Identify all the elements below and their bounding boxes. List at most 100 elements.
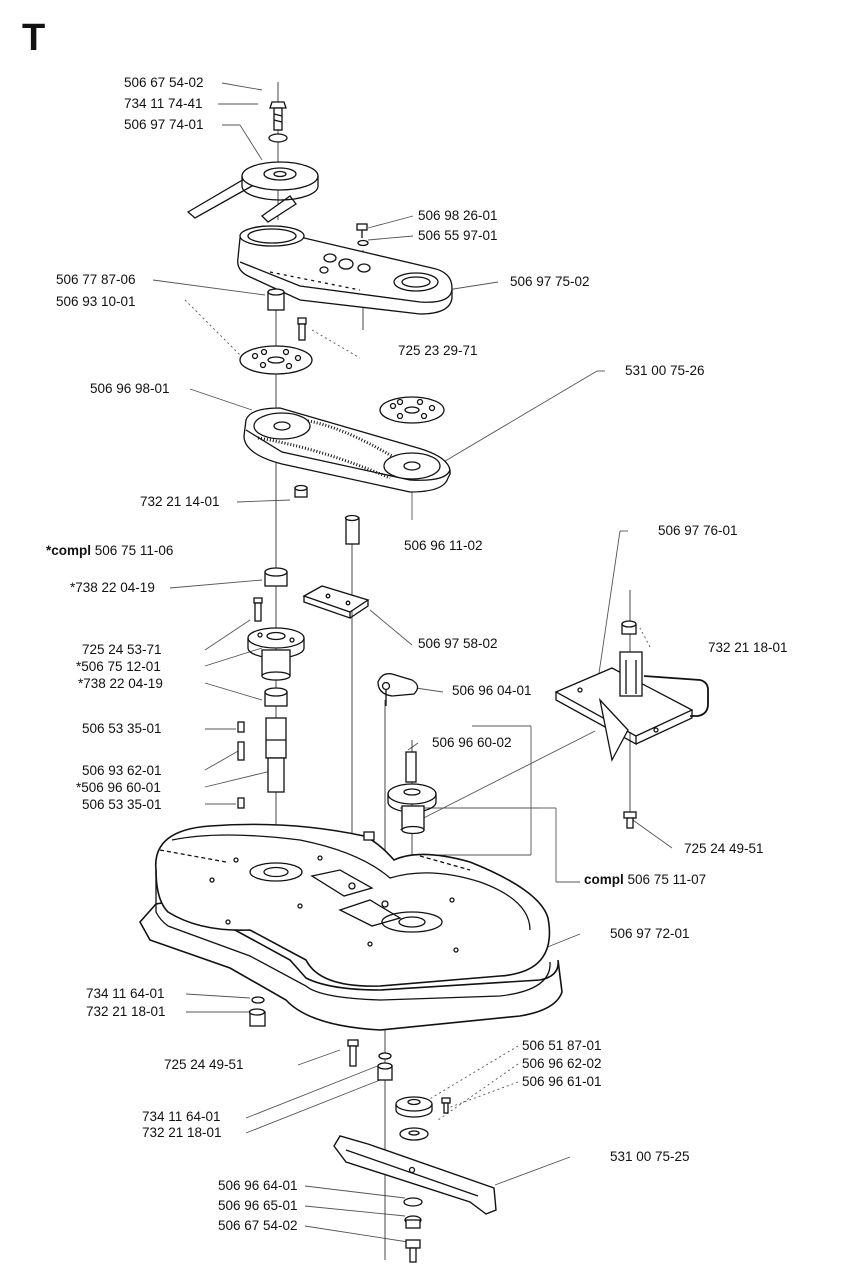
part-label-p34: 506 51 87-01	[522, 1038, 602, 1054]
belt-guide-plate-icon	[302, 585, 370, 619]
washer-nut-center-icon	[377, 1052, 393, 1081]
part-label-p09: 725 23 29-71	[398, 343, 478, 359]
part-number: 506 55 97-01	[418, 228, 498, 243]
part-number: 506 93 62-01	[82, 763, 162, 778]
part-number: 506 53 35-01	[82, 797, 162, 812]
part-number: 506 96 61-01	[522, 1074, 602, 1089]
part-label-p33: 725 24 49-51	[164, 1057, 244, 1073]
part-label-p12: 732 21 14-01	[140, 494, 220, 510]
part-label-p30: 506 97 72-01	[610, 926, 690, 942]
part-number: 506 96 65-01	[218, 1198, 298, 1213]
part-number: 506 67 54-02	[124, 75, 204, 90]
part-label-p15: 506 97 76-01	[658, 523, 738, 539]
part-label-p24: 506 96 60-02	[432, 735, 512, 751]
bearing-upper-icon	[264, 567, 288, 587]
pulley-plate-icon	[239, 345, 313, 375]
part-number: 506 96 04-01	[452, 683, 532, 698]
part-label-p03: 506 97 74-01	[124, 117, 204, 133]
part-label-p02: 734 11 74-41	[124, 96, 203, 112]
part-number: 506 98 26-01	[418, 208, 498, 223]
part-number: 734 11 74-41	[124, 96, 203, 111]
drive-pulley-icon	[186, 161, 319, 223]
nut-732-21-18-01-left-icon	[248, 1008, 266, 1027]
part-prefix: compl	[584, 872, 624, 887]
part-label-p40: 506 96 64-01	[218, 1178, 298, 1194]
part-label-p01: 506 67 54-02	[124, 75, 204, 91]
bottom-washers-icon	[403, 1197, 423, 1229]
part-label-p41: 506 96 65-01	[218, 1198, 298, 1214]
part-number: 725 24 53-71	[82, 642, 162, 657]
part-label-p25: 506 93 62-01	[82, 763, 162, 779]
part-label-p07: 506 97 75-02	[510, 274, 590, 290]
part-number: 725 24 49-51	[684, 841, 764, 856]
part-number: 506 93 10-01	[56, 294, 136, 309]
top-washer-icon	[268, 133, 288, 143]
blade-hub-icon	[395, 1096, 433, 1141]
part-number: 506 96 11-02	[404, 538, 483, 553]
part-prefix: *compl	[46, 543, 92, 558]
spindle-housing-icon	[247, 627, 305, 681]
spacer-bushing-icon	[267, 288, 285, 311]
part-label-p06: 506 77 87-06	[56, 272, 136, 288]
part-number: 732 21 18-01	[708, 640, 788, 655]
part-label-p37: 734 11 64-01	[142, 1109, 221, 1125]
part-label-p32: 732 21 18-01	[86, 1004, 166, 1020]
part-number: *738 22 04-19	[70, 580, 155, 595]
part-number: 725 24 49-51	[164, 1057, 244, 1072]
spindle-shaft-icon	[237, 717, 287, 809]
part-label-p17: 732 21 18-01	[708, 640, 788, 656]
small-screw-hub-icon	[441, 1097, 451, 1114]
part-number: 531 00 75-25	[610, 1149, 690, 1164]
idler-arm-icon	[377, 673, 419, 706]
part-number: 506 75 11-06	[94, 543, 174, 558]
part-number: *506 96 60-01	[76, 780, 161, 795]
idler-spindle-icon	[387, 751, 437, 835]
part-label-p35: 506 96 62-02	[522, 1056, 602, 1072]
part-number: 725 23 29-71	[398, 343, 478, 358]
part-label-p42: 506 67 54-02	[218, 1218, 298, 1234]
section-letter: T	[22, 17, 46, 59]
nut-732-21-18-01-icon	[621, 620, 637, 635]
part-label-p38: 732 21 18-01	[142, 1125, 222, 1141]
part-number: 506 96 98-01	[90, 381, 170, 396]
part-number: 506 51 87-01	[522, 1038, 602, 1053]
part-label-p27: 506 53 35-01	[82, 797, 162, 813]
part-number: 506 97 75-02	[510, 274, 590, 289]
part-label-p21: 506 96 04-01	[452, 683, 532, 699]
part-label-p13: 506 96 11-02	[404, 538, 483, 554]
part-label-p39: 531 00 75-25	[610, 1149, 690, 1165]
part-label-p10: 531 00 75-26	[625, 363, 705, 379]
part-label-p28: 725 24 49-51	[684, 841, 764, 857]
part-label-p04: 506 98 26-01	[418, 208, 498, 224]
part-number: 506 96 62-02	[522, 1056, 602, 1071]
part-label-p16: *738 22 04-19	[70, 580, 155, 596]
part-label-p19: 725 24 53-71	[82, 642, 162, 658]
bearing-lower-icon	[264, 687, 288, 707]
part-number: 506 75 11-07	[627, 872, 707, 887]
part-label-p11: 506 96 98-01	[90, 381, 170, 397]
bottom-bolt-icon	[405, 1239, 421, 1263]
part-number: 734 11 64-01	[142, 1109, 221, 1124]
mower-blade-icon	[333, 1135, 497, 1215]
upper-belt-cover-icon	[237, 225, 453, 315]
part-label-p20: *506 75 12-01	[76, 659, 161, 675]
part-number: 506 96 64-01	[218, 1178, 298, 1193]
mower-deck-icon	[139, 823, 563, 1031]
leader-lines	[152, 82, 673, 1243]
part-number: 506 97 58-02	[418, 636, 498, 651]
part-label-p18: 506 97 58-02	[418, 636, 498, 652]
part-label-p14: *compl 506 75 11-06	[46, 543, 173, 559]
part-label-p22: *738 22 04-19	[78, 676, 163, 692]
part-label-p05: 506 55 97-01	[418, 228, 498, 244]
part-number: 732 21 18-01	[142, 1125, 222, 1140]
small-screw-icon	[356, 223, 369, 247]
part-number: 506 97 74-01	[124, 117, 204, 132]
part-number: 734 11 64-01	[86, 986, 165, 1001]
part-number: *738 22 04-19	[78, 676, 163, 691]
bolt-725-23-29-71-icon	[297, 317, 307, 341]
part-number: 531 00 75-26	[625, 363, 705, 378]
part-label-p31: 734 11 64-01	[86, 986, 165, 1002]
part-label-p26: *506 96 60-01	[76, 780, 161, 796]
bolt-725-24-53-71-icon	[253, 597, 263, 622]
part-label-p36: 506 96 61-01	[522, 1074, 602, 1090]
